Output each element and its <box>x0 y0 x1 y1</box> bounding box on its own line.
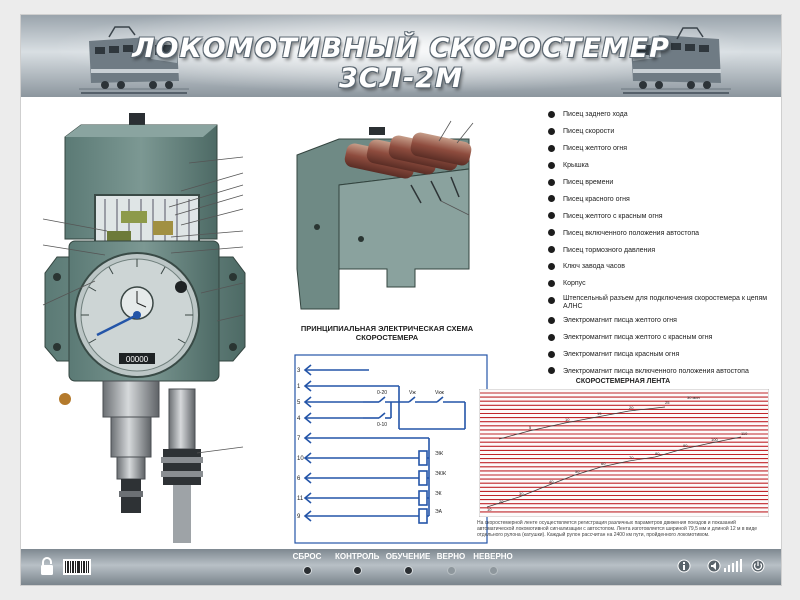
poster-title: ЛОКОМОТИВНЫЙ СКОРОСТЕМЕР <box>132 33 670 64</box>
tape-tick-label: 110 <box>741 431 748 436</box>
tape-tick-label: 20 <box>499 499 504 504</box>
legend-item: Штепсельный разъем для подключения скоро… <box>545 293 781 313</box>
tape-tick-label: 10 <box>487 507 492 512</box>
terminal-label: 9 <box>297 514 301 520</box>
recorder-mechanism-illustration <box>296 120 474 310</box>
reset-button[interactable]: СБРОС <box>287 552 327 575</box>
poster-panel: ЛОКОМОТИВНЫЙ СКОРОСТЕМЕР 3СЛ-2М <box>20 14 782 586</box>
legend-item: Крышка <box>545 158 781 175</box>
electrical-schema-diagram: 3 1 5 4 7 10 6 11 9 0-20 0-10 Vж Vкж ЭЖ … <box>294 354 488 544</box>
coil-label: ЭА <box>435 509 443 515</box>
padlock-icon[interactable] <box>39 556 55 576</box>
terminal-label: 3 <box>297 368 301 374</box>
poster-subtitle: 3СЛ-2М <box>339 63 463 94</box>
tape-tick-label: 50 <box>575 469 580 474</box>
coil-label: ЭЖ <box>435 451 444 457</box>
barcode-icon <box>63 559 91 575</box>
tape-tick-label: 30 <box>519 491 524 496</box>
legend-item: Писец времени <box>545 175 781 192</box>
coil-label: ЭК <box>435 491 442 497</box>
correct-button[interactable]: ВЕРНО <box>435 552 467 575</box>
tape-tick-label: 30 мин <box>687 395 700 400</box>
legend-item: Электромагнит писца красным огня <box>545 347 781 364</box>
coil-label: ЭКЖ <box>435 471 447 477</box>
terminal-label: 1 <box>297 384 301 390</box>
volume-bars-icon[interactable] <box>723 557 745 573</box>
legend-item: Писец заднего хода <box>545 107 781 124</box>
terminal-label: 11 <box>297 496 304 502</box>
tape-tick-label: 90 <box>683 443 688 448</box>
speedometer-device-illustration: 00000 <box>42 113 246 543</box>
switch-label: Vкж <box>435 390 445 396</box>
legend-item: Писец желтого огня <box>545 141 781 158</box>
tape-tick-label: 10 <box>565 417 570 422</box>
legend-item: Электромагнит писца желтого с красным ог… <box>545 330 781 347</box>
incorrect-button[interactable]: НЕВЕРНО <box>471 552 515 575</box>
terminal-label: 5 <box>297 400 301 406</box>
power-icon[interactable] <box>751 559 765 573</box>
switch-label: 0-20 <box>377 390 387 396</box>
control-button[interactable]: КОНТРОЛЬ <box>335 552 379 575</box>
locomotive-left-image <box>79 26 189 94</box>
schema-title: ПРИНЦИПИАЛЬНАЯ ЭЛЕКТРИЧЕСКАЯ СХЕМА СКОРО… <box>300 324 474 342</box>
header-banner: ЛОКОМОТИВНЫЙ СКОРОСТЕМЕР 3СЛ-2М <box>21 15 781 97</box>
counter-readout: 00000 <box>126 355 149 364</box>
tape-tick-label: 25 <box>665 400 670 405</box>
legend-item: Писец желтого с красным огня <box>545 208 781 225</box>
tape-tick-label: 60 <box>601 461 606 466</box>
component-legend: Писец заднего хода Писец скорости Писец … <box>545 107 781 380</box>
legend-item: Писец включенного положения автостопа <box>545 225 781 242</box>
terminal-label: 4 <box>297 416 301 422</box>
legend-item: Писец тормозного давления <box>545 242 781 259</box>
legend-item: Писец красного огня <box>545 191 781 208</box>
tape-tick-label: 70 <box>629 455 634 460</box>
tape-tick-label: 80 <box>655 451 660 456</box>
speaker-icon[interactable] <box>707 559 721 573</box>
legend-item: Ключ завода часов <box>545 259 781 276</box>
tape-title: СКОРОСТЕМЕРНАЯ ЛЕНТА <box>575 378 671 385</box>
legend-item: Корпус <box>545 276 781 293</box>
switch-label: 0-10 <box>377 422 387 428</box>
info-icon[interactable] <box>677 559 691 573</box>
tape-tick-label: 15 <box>597 411 602 416</box>
training-button[interactable]: ОБУЧЕНИЕ <box>385 552 431 575</box>
control-footer: СБРОС КОНТРОЛЬ ОБУЧЕНИЕ ВЕРНО НЕВЕРНО <box>21 549 781 585</box>
terminal-label: 7 <box>297 436 301 442</box>
tape-description: На скоростемерной ленте осуществляется р… <box>477 520 758 538</box>
legend-item: Писец скорости <box>545 124 781 141</box>
legend-item: Электромагнит писца желтого огня <box>545 313 781 330</box>
terminal-label: 10 <box>297 456 304 462</box>
tape-tick-label: 5 <box>529 425 532 430</box>
tape-tick-label: 20 <box>629 405 634 410</box>
tape-tick-label: 40 <box>549 479 554 484</box>
speed-tape-chart: 30 мин 25 20 15 10 5 110 100 90 80 70 60… <box>479 389 769 517</box>
switch-label: Vж <box>409 390 416 396</box>
terminal-label: 6 <box>297 476 301 482</box>
locomotive-right-image <box>621 27 731 94</box>
tape-tick-label: 100 <box>711 437 718 442</box>
legend-item: Электромагнит писца включенного положени… <box>545 363 781 380</box>
